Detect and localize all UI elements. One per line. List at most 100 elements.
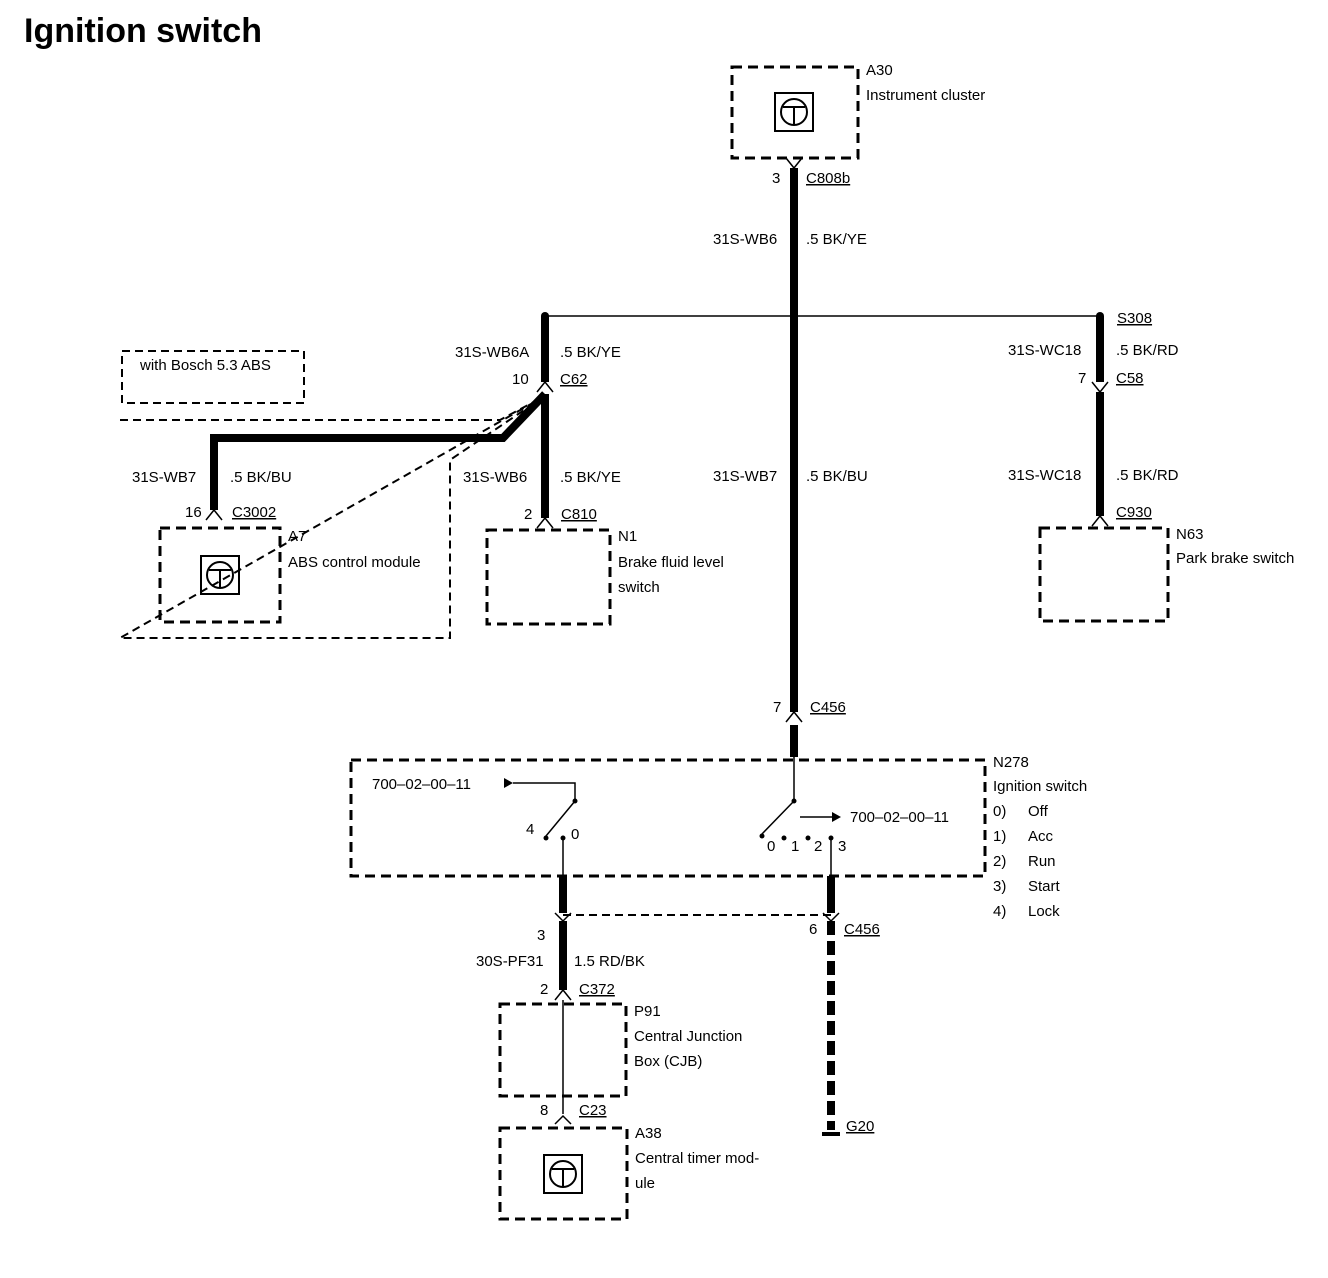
component-name-abs-module: ABS control module: [288, 554, 421, 571]
connector-c58-symbol: [1091, 381, 1109, 394]
pin-c456-bottom: 6: [809, 921, 817, 938]
module-symbol-icon: [774, 92, 814, 132]
pin-cjb-3: 3: [537, 927, 545, 944]
position-label-3: Start: [1028, 878, 1061, 895]
contact-label-right-3: 3: [838, 838, 846, 855]
connector-c810-label: C810: [561, 506, 597, 523]
component-id-a38: A38: [635, 1125, 662, 1142]
connector-c810-symbol: [536, 516, 554, 529]
option-note-label: with Bosch 5.3 ABS: [139, 357, 271, 374]
brake-fluid-switch-box: [485, 528, 612, 626]
wire-center-spec: .5 BK/BU: [806, 468, 868, 485]
connector-c3002-label: C3002: [232, 504, 276, 521]
instrument-cluster-block: A30 Instrument cluster: [730, 62, 985, 160]
pin-c810: 2: [524, 506, 532, 523]
position-label-0: Off: [1028, 803, 1049, 820]
wire-cjb-circuit: 30S-PF31: [476, 953, 544, 970]
position-label-1: Acc: [1028, 828, 1054, 845]
connector-c62-label: C62: [560, 371, 588, 388]
wire-park-spec: .5 BK/RD: [1116, 467, 1179, 484]
position-num-1: 1): [993, 828, 1006, 845]
ignition-switch-box: [349, 758, 987, 878]
position-num-0: 0): [993, 803, 1006, 820]
position-label-2: Run: [1028, 853, 1056, 870]
contact-right-0: [759, 833, 765, 839]
contact-label-right-0: 0: [767, 838, 775, 855]
component-name-cjb-1: Central Junction: [634, 1028, 742, 1045]
contact-right-1: [781, 835, 787, 841]
connector-c456-bottom-label: C456: [844, 921, 880, 938]
wire-cjb-spec: 1.5 RD/BK: [574, 953, 645, 970]
wire-main-spec: .5 BK/YE: [806, 231, 867, 248]
connector-c808b-label: C808b: [806, 170, 850, 187]
component-id-a7: A7: [288, 528, 306, 545]
pin-c808b: 3: [772, 170, 780, 187]
wire-c62-circuit: 31S-WB6A: [455, 344, 529, 361]
wire-brake-spec: .5 BK/YE: [560, 469, 621, 486]
module-symbol-icon: [543, 1154, 583, 1194]
connector-c62-symbol: [536, 380, 554, 393]
splice-s308-label: S308: [1117, 310, 1152, 327]
pin-c456-top: 7: [773, 699, 781, 716]
mechanical-link-arrow-icon: [832, 812, 841, 822]
position-num-2: 2): [993, 853, 1006, 870]
component-id-n1: N1: [618, 528, 637, 545]
position-num-4: 4): [993, 903, 1006, 920]
wire-abs-circuit: 31S-WB7: [132, 469, 196, 486]
pin-c23: 8: [540, 1102, 548, 1119]
pin-c3002: 16: [185, 504, 202, 521]
component-name-brake-fluid-1: Brake fluid level: [618, 554, 724, 571]
component-id-n278: N278: [993, 754, 1029, 771]
switch-ref-right: 700–02–00–11: [850, 809, 949, 826]
contact-label-right-1: 1: [791, 838, 799, 855]
cjb-block: P91 Central Junction Box (CJB): [498, 1000, 742, 1114]
wire-c58-spec: .5 BK/RD: [1116, 342, 1179, 359]
component-name-ignition-switch: Ignition switch: [993, 778, 1087, 795]
switch-blade-left: [545, 800, 576, 837]
contact-label-right-2: 2: [814, 838, 822, 855]
connector-c456-top-label: C456: [810, 699, 846, 716]
component-name-timer-1: Central timer mod-: [635, 1150, 759, 1167]
module-symbol-icon: [200, 555, 240, 595]
component-id-a30: A30: [866, 62, 893, 79]
abs-module-block: A7 ABS control module: [158, 526, 421, 624]
pin-c58: 7: [1078, 370, 1086, 387]
wire-c62-spec: .5 BK/YE: [560, 344, 621, 361]
option-region-outline: [116, 395, 546, 639]
connector-c23-symbol: [554, 1114, 572, 1125]
connector-c372-symbol: [554, 988, 572, 1001]
central-timer-box: [498, 1126, 629, 1221]
brake-fluid-switch-block: N1 Brake fluid level switch: [485, 528, 724, 626]
connector-c58-label: C58: [1116, 370, 1144, 387]
component-name-cjb-2: Box (CJB): [634, 1053, 702, 1070]
switch-blade-right: [761, 800, 795, 835]
switch-ref-left: 700–02–00–11: [372, 776, 471, 793]
contact-label-left-4: 4: [526, 821, 534, 838]
component-name-instrument-cluster: Instrument cluster: [866, 87, 985, 104]
component-name-timer-2: ule: [635, 1175, 655, 1192]
wire-abs: [210, 391, 548, 510]
wire-park-circuit: 31S-WC18: [1008, 467, 1081, 484]
wire-center-circuit: 31S-WB7: [713, 468, 777, 485]
contact-right-3: [828, 835, 834, 841]
instrument-cluster-box: [730, 65, 860, 160]
component-name-park-brake: Park brake switch: [1176, 550, 1294, 567]
pin-c372: 2: [540, 981, 548, 998]
connector-c456-top-symbol: [785, 710, 803, 723]
pin-c62: 10: [512, 371, 529, 388]
contact-right-2: [805, 835, 811, 841]
park-brake-switch-box: [1038, 526, 1170, 623]
connector-c372-label: C372: [579, 981, 615, 998]
connector-c23-label: C23: [579, 1102, 607, 1119]
connector-c930-label: C930: [1116, 504, 1152, 521]
park-brake-switch-block: N63 Park brake switch: [1038, 526, 1294, 623]
wire-c58-circuit: 31S-WC18: [1008, 342, 1081, 359]
mechanical-link-arrow-icon: [504, 778, 513, 788]
component-id-p91: P91: [634, 1003, 661, 1020]
abs-module-box: [158, 526, 282, 624]
option-note-box: [121, 350, 305, 404]
ground-g20-label: G20: [846, 1118, 874, 1135]
connector-c3002-symbol: [205, 508, 223, 521]
page-title: Ignition switch: [24, 12, 262, 50]
